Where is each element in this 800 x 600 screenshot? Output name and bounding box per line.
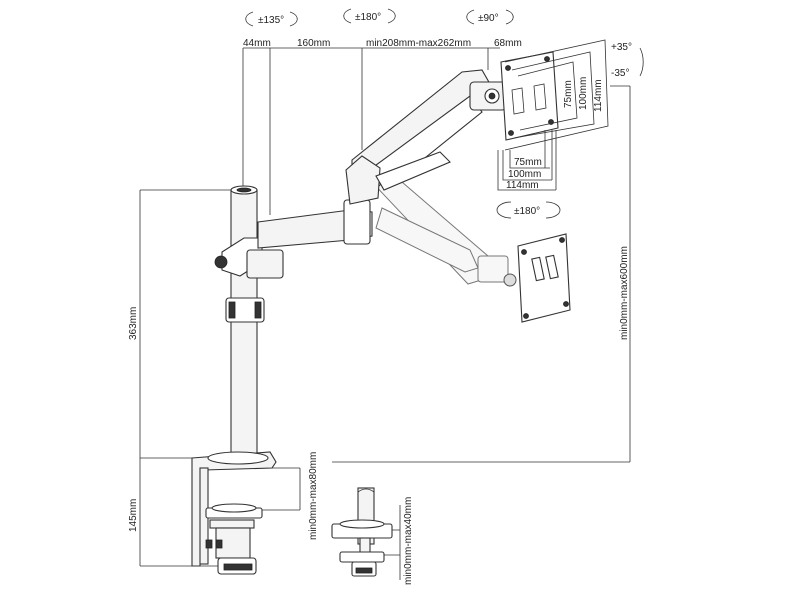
rotation-arrow-icon [245,11,254,27]
lowered-arm-ghost [368,175,517,287]
tilt-up-label: +35° [611,42,632,53]
rotation-arrow-icon [496,201,512,219]
arm-joint-rotation: ±180° [355,12,381,23]
rotation-marks [245,8,644,219]
pole-height-label: 363mm [128,307,139,340]
rotation-arrow-icon [505,9,514,25]
second-arm [345,69,491,205]
rotation-arrow-icon [289,11,298,27]
vesa-114-vertical: 114mm [593,79,604,112]
clamp-thickness-label: min0mm-max80mm [308,452,319,540]
top-dimension-lines [242,47,500,215]
vesa-114-horizontal: 114mm [506,180,539,191]
height-collar [225,297,265,323]
vesa-75-vertical: 75mm [563,80,574,108]
pole-width-label: 44mm [243,38,271,49]
rotation-arrow-icon [387,8,396,24]
tilt-head [469,81,507,111]
first-arm [214,199,373,279]
vesa-dimension-boxes [497,39,609,191]
vesa-100-horizontal: 100mm [508,169,541,180]
first-arm-label: 160mm [297,38,330,49]
rotation-arrow-icon [545,201,561,219]
desk-clamp [191,451,277,575]
upper-vesa-plate [500,51,559,141]
grommet-thickness-label: min0mm-max40mm [403,497,414,585]
vesa-rotation: ±180° [514,206,540,217]
second-arm-label: min208mm-max262mm [366,38,471,49]
arm-base-rotation: ±135° [258,15,284,26]
grommet-mount [331,487,393,577]
rotation-arrow-icon [466,9,475,25]
clamp-height-label: 145mm [128,499,139,532]
lower-vesa-plate [517,233,571,323]
head-offset-label: 68mm [494,38,522,49]
rotation-arrow-icon [343,8,352,24]
height-range-label: min0mm-max600mm [619,246,630,340]
vesa-100-vertical: 100mm [578,77,589,110]
vesa-75-horizontal: 75mm [514,157,542,168]
head-swivel-rotation: ±90° [478,13,499,24]
tilt-down-label: -35° [611,68,629,79]
tilt-arrow-icon [639,47,644,77]
